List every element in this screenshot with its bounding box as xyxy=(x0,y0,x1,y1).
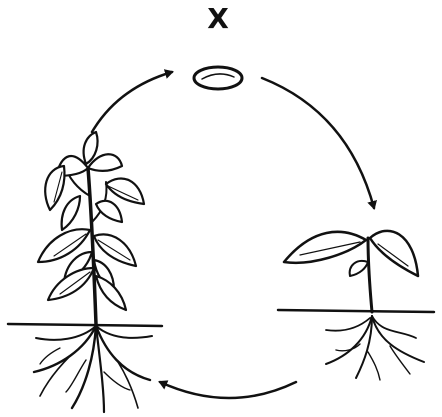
seed-icon xyxy=(194,67,242,89)
seedling-icon xyxy=(278,231,434,380)
arrow-plant-to-seed xyxy=(92,72,172,132)
mature-plant-icon xyxy=(8,132,162,412)
arrow-seed-to-seedling xyxy=(262,78,374,208)
arrow-seedling-to-plant xyxy=(160,382,296,398)
